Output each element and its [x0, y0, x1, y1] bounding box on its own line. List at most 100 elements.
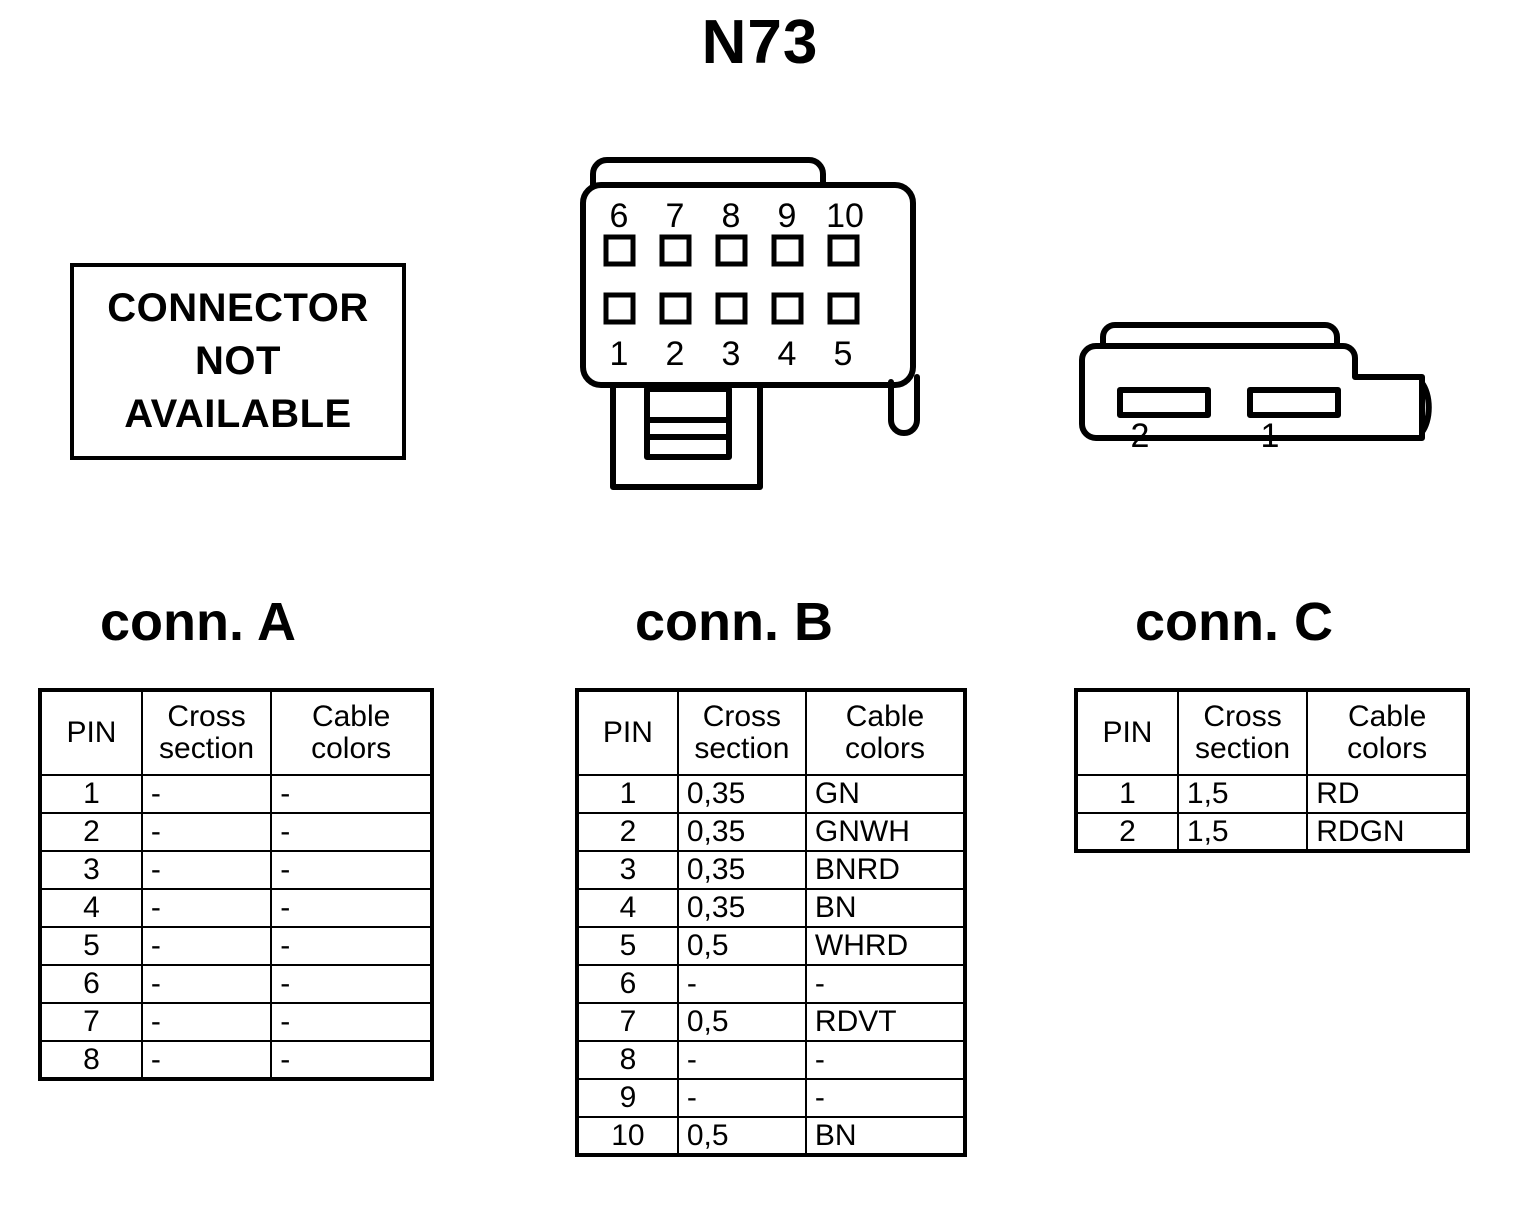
cell-cable-colors: -: [804, 964, 967, 1004]
table-row: 4--: [39, 888, 433, 928]
cell-pin: 1: [576, 774, 679, 814]
cell-pin: 2: [1075, 812, 1179, 852]
conn-c-slot-label-2: 2: [1131, 417, 1150, 455]
cell-cable-colors: -: [270, 964, 433, 1004]
cell-pin: 3: [39, 850, 143, 890]
cell-cross-section: -: [140, 1040, 273, 1080]
cell-cross-section: 0,35: [676, 774, 807, 814]
header-cable-line2: colors: [311, 732, 392, 765]
cna-line-2: NOT: [195, 339, 281, 384]
conn-b-pin-label-8: 8: [722, 197, 741, 235]
cell-cross-section: -: [676, 964, 807, 1004]
table-row: 6--: [39, 964, 433, 1004]
cell-cable-colors: RDGN: [1306, 812, 1469, 852]
cell-pin: 10: [576, 1116, 679, 1156]
header-cable-colors: Cable colors: [270, 689, 433, 776]
cell-pin: 5: [576, 926, 679, 966]
header-cross-line2: section: [1195, 732, 1291, 765]
cell-pin: 7: [39, 1002, 143, 1042]
conn-b-pin-label-9: 9: [778, 197, 797, 235]
header-cross-line1: Cross: [702, 700, 782, 734]
table-header-row: PIN Cross section Cable colors: [576, 689, 967, 776]
cell-cross-section: -: [676, 1040, 807, 1080]
table-row: 9--: [576, 1078, 967, 1118]
header-cable-line2: colors: [1347, 732, 1428, 765]
conn-b-pin-label-6: 6: [610, 197, 629, 235]
cell-cable-colors: -: [270, 888, 433, 928]
conn-b-pin-label-7: 7: [666, 197, 685, 235]
connector-c-diagram: 2 1: [1060, 295, 1460, 470]
cell-pin: 9: [576, 1078, 679, 1118]
cna-line-3: AVAILABLE: [124, 391, 352, 436]
cell-pin: 6: [576, 964, 679, 1004]
cell-cable-colors: WHRD: [804, 926, 967, 966]
header-cross-line1: Cross: [167, 700, 246, 734]
cell-pin: 1: [1075, 774, 1179, 814]
cell-cross-section: -: [140, 926, 273, 966]
page-title: N73: [701, 8, 819, 77]
conn-c-heading: conn. C: [1135, 592, 1333, 652]
conn-b-pin-label-5: 5: [834, 335, 853, 373]
cell-cross-section: 0,5: [676, 926, 807, 966]
header-pin: PIN: [39, 689, 143, 776]
cell-cable-colors: GNWH: [804, 812, 967, 852]
cell-cable-colors: -: [270, 926, 433, 966]
table-row: 8--: [39, 1040, 433, 1080]
table-row: 6--: [576, 964, 967, 1004]
cell-cable-colors: -: [270, 850, 433, 890]
cell-pin: 1: [39, 774, 143, 814]
cell-cross-section: -: [140, 888, 273, 928]
cell-pin: 6: [39, 964, 143, 1004]
table-header-row: PIN Cross section Cable colors: [39, 689, 433, 776]
cell-cable-colors: GN: [804, 774, 967, 814]
conn-b-pin-label-2: 2: [666, 335, 685, 373]
cell-cable-colors: RDVT: [804, 1002, 967, 1042]
cell-cable-colors: -: [270, 812, 433, 852]
cell-cable-colors: -: [804, 1040, 967, 1080]
cell-cross-section: 0,35: [676, 888, 807, 928]
header-cable-line1: Cable: [311, 700, 391, 734]
cell-cable-colors: -: [270, 774, 433, 814]
cell-pin: 2: [576, 812, 679, 852]
table-row: 7--: [39, 1002, 433, 1042]
header-cable-line2: colors: [844, 732, 925, 765]
conn-b-heading: conn. B: [635, 592, 833, 652]
cell-cable-colors: -: [270, 1002, 433, 1042]
table-header-row: PIN Cross section Cable colors: [1075, 689, 1469, 776]
table-row: 3--: [39, 850, 433, 890]
cell-cable-colors: BN: [804, 1116, 967, 1156]
cell-cable-colors: BN: [804, 888, 967, 928]
cell-cross-section: 1,5: [1176, 812, 1309, 852]
cell-cross-section: -: [140, 850, 273, 890]
cell-cross-section: -: [140, 964, 273, 1004]
cell-pin: 8: [39, 1040, 143, 1080]
conn-b-pin-label-3: 3: [722, 335, 741, 373]
cell-cross-section: -: [140, 812, 273, 852]
cell-cross-section: 0,35: [676, 812, 807, 852]
header-cross-section: Cross section: [140, 689, 273, 776]
cell-cross-section: -: [676, 1078, 807, 1118]
cell-cross-section: 0,35: [676, 850, 807, 890]
conn-b-pin-label-10: 10: [826, 197, 864, 235]
table-row: 2--: [39, 812, 433, 852]
cell-cable-colors: -: [270, 1040, 433, 1080]
connector-not-available-box: CONNECTOR NOT AVAILABLE: [70, 263, 406, 460]
conn-a-table: PIN Cross section Cable colors 1--2--3--…: [38, 688, 434, 1081]
header-pin: PIN: [1075, 689, 1179, 776]
cell-pin: 7: [576, 1002, 679, 1042]
header-cable-line1: Cable: [1347, 700, 1427, 734]
header-cross-line2: section: [159, 732, 255, 765]
cell-cable-colors: -: [804, 1078, 967, 1118]
cell-pin: 2: [39, 812, 143, 852]
